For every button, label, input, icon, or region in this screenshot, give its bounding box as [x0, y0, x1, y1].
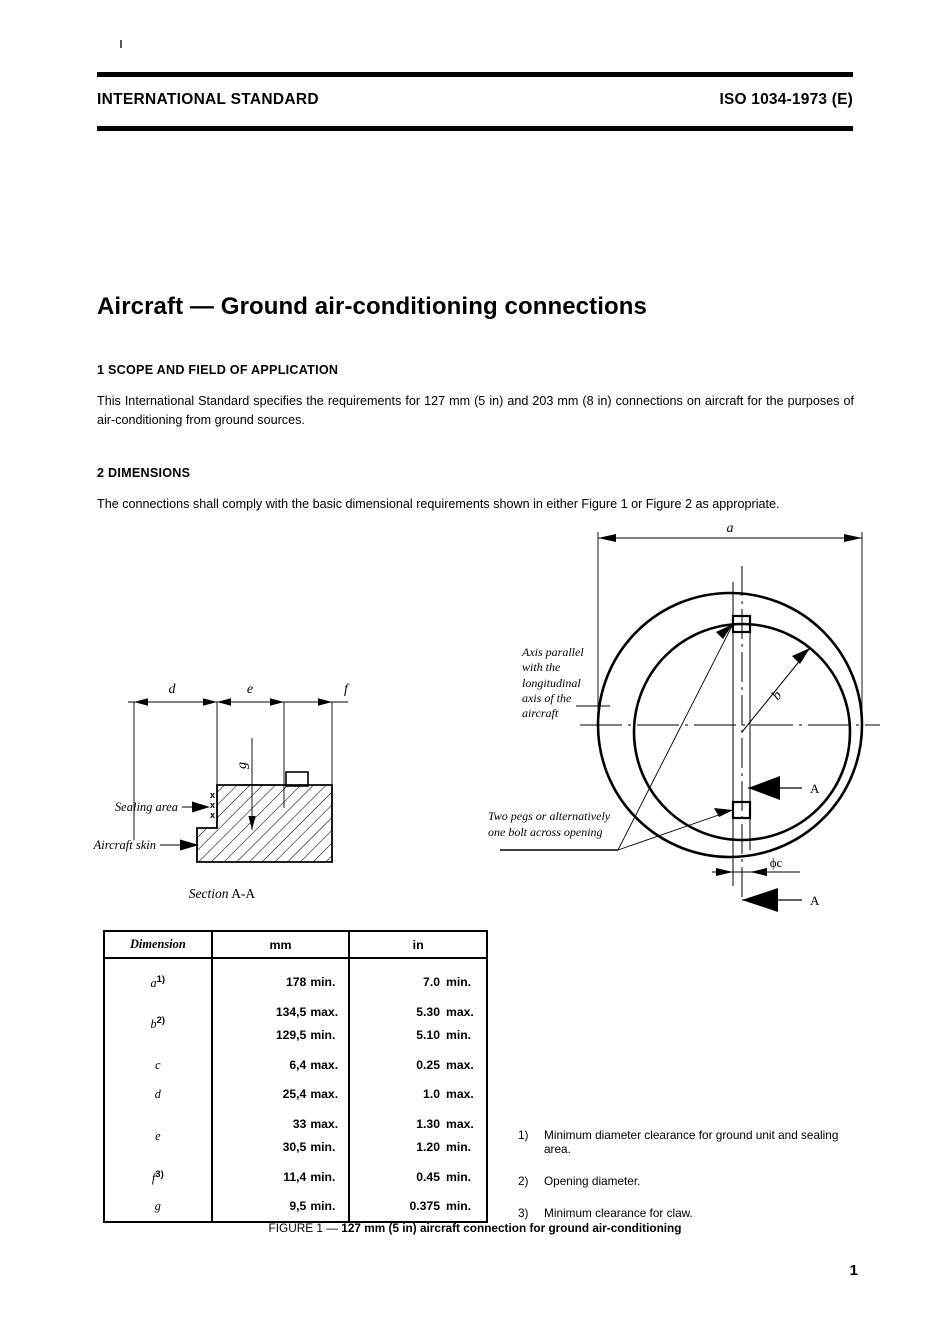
aircraft-skin-label: Aircraft skin — [93, 838, 156, 852]
section-arrow-label-bottom: A — [810, 893, 820, 908]
dimension-label-f: f — [344, 682, 350, 697]
clause-2-heading: 2 DIMENSIONS — [97, 466, 191, 480]
table-cell-symbol: b2) — [103, 997, 213, 1051]
footnote-3-text: Minimum clearance for claw. — [544, 1206, 693, 1220]
dimension-label-b: b — [769, 688, 785, 703]
section-aa-caption: Section A-A — [189, 886, 256, 901]
column-header-in: in — [348, 930, 488, 959]
sealing-area-label: Sealing area — [115, 800, 178, 814]
clause-1-heading: 1 SCOPE AND FIELD OF APPLICATION — [97, 363, 339, 377]
clause-1-body: This International Standard specifies th… — [97, 394, 854, 427]
footnote-1-marker: 1) — [518, 1128, 529, 1142]
dimension-label-a: a — [727, 521, 734, 536]
dimension-label-d: d — [169, 682, 177, 697]
footnote-3: 3) Minimum clearance for claw. — [518, 1206, 868, 1220]
table-cell-symbol: d — [103, 1080, 213, 1109]
table-cell-symbol: c — [103, 1051, 213, 1080]
figure-caption-lead: FIGURE 1 — — [268, 1221, 342, 1235]
page-number: 1 — [849, 1262, 858, 1279]
table-header-row: Dimension mm in — [103, 930, 488, 959]
dimension-label-g: g — [235, 762, 250, 769]
footnote-1-text: Minimum diameter clearance for ground un… — [544, 1128, 839, 1156]
svg-text:x: x — [210, 790, 215, 800]
footnote-2-text: Opening diameter. — [544, 1174, 641, 1188]
front-view-diagram: a b — [480, 520, 940, 920]
table-cell-symbol: g — [103, 1192, 213, 1223]
registration-tick — [120, 40, 122, 48]
table-cell-symbol: f3) — [103, 1163, 213, 1192]
column-header-dimension: Dimension — [103, 930, 213, 959]
section-arrow-label-top: A — [810, 781, 820, 796]
footnote-2-marker: 2) — [518, 1174, 529, 1188]
aircraft-skin-body — [196, 784, 333, 863]
axis-parallel-note: Axis parallel with the longitudinal axis… — [522, 645, 584, 721]
footnotes-list: 1) Minimum diameter clearance for ground… — [518, 1128, 868, 1238]
footnote-3-marker: 3) — [518, 1206, 529, 1220]
header-rule-top — [97, 72, 853, 77]
header-standard-number: ISO 1034-1973 (E) — [719, 91, 853, 108]
footnote-1: 1) Minimum diameter clearance for ground… — [518, 1128, 868, 1156]
svg-text:x: x — [210, 810, 215, 820]
dimension-label-e: e — [247, 682, 253, 697]
header-rule-bottom — [97, 126, 853, 131]
figure-caption-text: 127 mm (5 in) aircraft connection for gr… — [341, 1221, 682, 1235]
page-title: Aircraft — Ground air-conditioning conne… — [97, 293, 647, 321]
dimension-label-phi-c: ϕc — [770, 855, 783, 870]
clause-2-body: The connections shall comply with the ba… — [97, 497, 780, 511]
section-aa-diagram: d e f g x x x Sealing area Aircraft skin — [93, 680, 400, 915]
table-cell-symbol: a1) — [103, 958, 213, 997]
figure-1-caption: FIGURE 1 — 127 mm (5 in) aircraft connec… — [0, 1221, 950, 1235]
table-cell-symbol: e — [103, 1109, 213, 1163]
svg-text:x: x — [210, 800, 215, 810]
footnote-2: 2) Opening diameter. — [518, 1174, 868, 1188]
column-header-mm: mm — [210, 930, 351, 959]
header-standard-type: INTERNATIONAL STANDARD — [97, 91, 319, 108]
pegs-note: Two pegs or alternatively one bolt acros… — [488, 809, 611, 839]
